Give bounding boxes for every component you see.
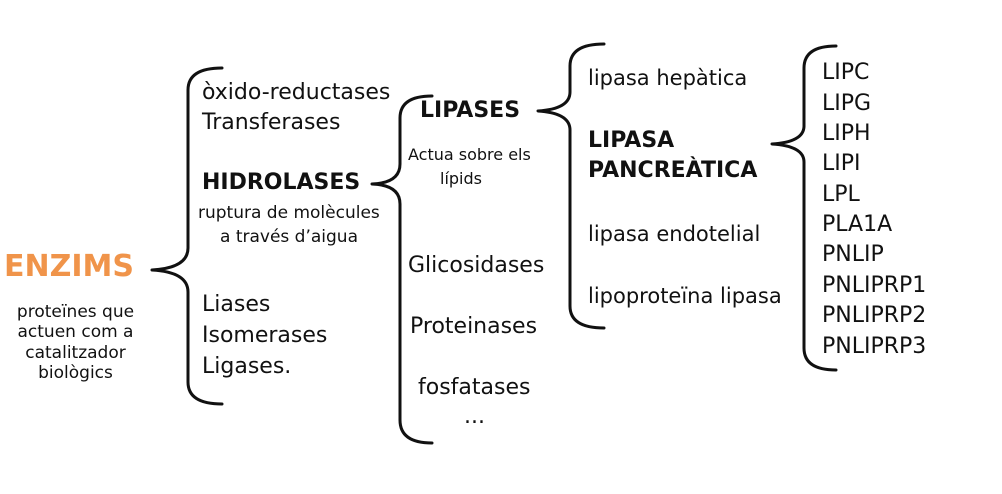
gene-item: LIPC <box>822 60 870 85</box>
gene-item: PNLIPRP3 <box>822 334 927 359</box>
gene-item: PNLIP <box>822 242 884 267</box>
class-liases: Liases <box>202 292 271 317</box>
class-hidrolases: HIDROLASES <box>202 170 361 195</box>
gene-item: LIPI <box>822 151 861 176</box>
gene-item: PNLIPRP2 <box>822 303 927 328</box>
gene-item: LPL <box>822 182 860 207</box>
hidrolases-description-line2: a través d’aigua <box>220 227 358 247</box>
hydrolase-lipases: LIPASES <box>420 98 521 123</box>
class-oxido-reductases: òxido-reductases <box>202 80 391 105</box>
class-ligases: Ligases. <box>202 354 292 379</box>
lipase-endotelial: lipasa endotelial <box>588 222 761 246</box>
brace-lipases <box>536 42 606 330</box>
lipase-hepatica: lipasa hepàtica <box>588 66 748 90</box>
hydrolase-ellipsis: ... <box>464 404 485 429</box>
gene-item: LIPG <box>822 91 872 116</box>
brace-pancreatica <box>770 44 838 372</box>
hydrolase-glicosidases: Glicosidases <box>408 253 545 278</box>
class-isomerases: Isomerases <box>202 323 328 348</box>
hydrolase-proteinases: Proteinases <box>410 314 538 339</box>
hydrolase-fosfatases: fosfatases <box>418 375 531 400</box>
hidrolases-description-line1: ruptura de molècules <box>198 203 380 223</box>
lipase-pancreatica-line1: LIPASA <box>588 128 675 153</box>
gene-item: PNLIPRP1 <box>822 273 927 298</box>
gene-item: PLA1A <box>822 212 893 237</box>
enzims-title: ENZIMS <box>4 249 134 284</box>
gene-item: LIPH <box>822 121 871 146</box>
lipases-description-line1: Actua sobre els <box>408 145 531 164</box>
brace-enzims <box>150 66 224 406</box>
brace-hidrolases <box>370 94 434 445</box>
lipase-lipoproteina: lipoproteïna lipasa <box>588 284 782 308</box>
class-transferases: Transferases <box>202 110 341 135</box>
lipase-pancreatica-line2: PANCREÀTICA <box>588 158 758 183</box>
lipases-description-line2: lípids <box>440 169 482 188</box>
enzims-description: proteïnes que actuen com a catalitzador … <box>16 302 135 384</box>
